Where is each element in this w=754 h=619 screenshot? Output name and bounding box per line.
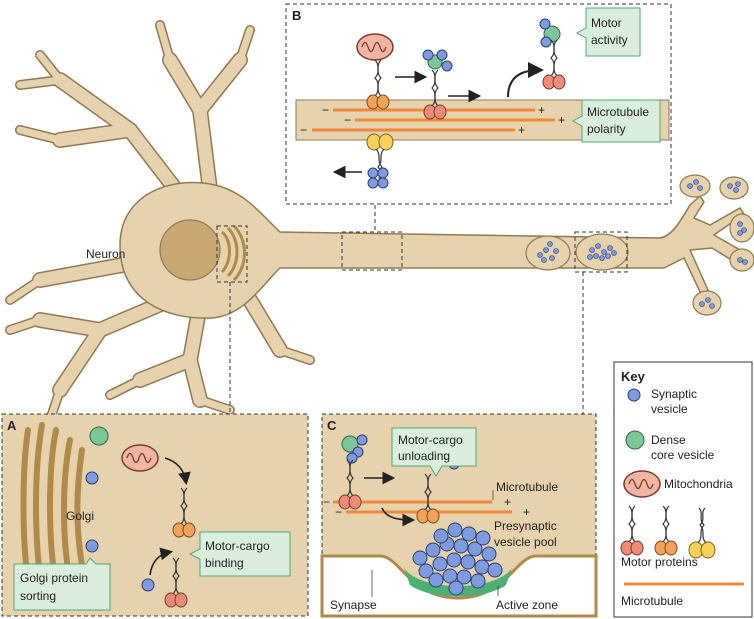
- svg-text:Motor-cargo: Motor-cargo: [398, 433, 463, 447]
- golgi-label: Golgi: [66, 509, 94, 523]
- svg-text:Motor-cargo: Motor-cargo: [205, 539, 270, 553]
- key-dense-line2: core vesicle: [651, 448, 715, 462]
- svg-text:Motor: Motor: [591, 16, 622, 30]
- vesicle-cluster-b-3: [367, 167, 389, 189]
- active-zone-label: Active zone: [496, 598, 558, 612]
- callout-golgi-sorting: Golgi protein sorting: [13, 557, 111, 611]
- neuron-label: Neuron: [86, 247, 125, 261]
- active-zone: [404, 568, 512, 597]
- terminal-bouton-3: [729, 213, 754, 243]
- vesicle-cluster-b-1: [422, 49, 453, 72]
- svg-text:−: −: [335, 505, 342, 519]
- synaptic-membrane: [320, 554, 598, 618]
- callout-motor-cargo-binding: Motor-cargo binding: [188, 531, 291, 577]
- svg-text:binding: binding: [205, 556, 244, 570]
- svg-text:unloading: unloading: [398, 449, 450, 463]
- vesicle-a-3: [141, 578, 155, 592]
- key-motor-label: Motor proteins: [621, 555, 698, 569]
- vesicle-cluster-c-1: [341, 434, 368, 464]
- inset-marker-a: [216, 225, 248, 283]
- nucleus: [159, 219, 221, 281]
- svg-text:activity: activity: [591, 33, 628, 47]
- vesicle-a-1: [85, 471, 99, 485]
- svg-text:polarity: polarity: [587, 122, 626, 136]
- key-dense-line1: Dense: [651, 433, 686, 447]
- varicosity-1: [525, 235, 571, 271]
- microtubule-label-c: Microtubule: [496, 480, 558, 494]
- svg-text:−: −: [322, 103, 329, 117]
- inset-marker-b: [341, 231, 403, 271]
- neuron-cell: Neuron: [5, 20, 754, 425]
- svg-text:sorting: sorting: [20, 589, 56, 603]
- svg-text:−: −: [323, 495, 330, 509]
- arrow-b-3: [507, 62, 544, 98]
- callout-microtubule-polarity: Microtubule polarity: [571, 99, 661, 143]
- svg-text:+: +: [538, 103, 545, 117]
- arrow-a-2: [149, 547, 174, 576]
- polarity-signs-c: − − + +: [323, 495, 530, 519]
- pool-label-line1: Presynaptic: [494, 519, 557, 533]
- golgi-small: [220, 224, 246, 282]
- arrow-c-2: [381, 507, 416, 527]
- svg-text:+: +: [504, 495, 511, 509]
- soma-axon: [119, 181, 746, 319]
- svg-text:+: +: [558, 113, 565, 127]
- mitochondria-a: [121, 444, 159, 472]
- svg-text:Microtubule: Microtubule: [587, 105, 649, 119]
- panel-c: C − − + + Motor-cargo unloading: [320, 413, 598, 618]
- svg-text:Golgi protein: Golgi protein: [20, 571, 88, 585]
- terminal-bouton-2: [719, 176, 749, 200]
- panel-b-letter: B: [292, 8, 301, 23]
- callout-motor-activity: Motor activity: [575, 7, 641, 57]
- key-synaptic-vesicle-icon: [627, 388, 641, 402]
- dendrites-fill: [6, 21, 314, 424]
- legend-key: Key Synaptic vesicle Dense core vesicle …: [613, 361, 753, 618]
- arrow-a-1: [164, 457, 191, 486]
- vesicle-cluster-b-2: [539, 18, 561, 48]
- key-synaptic-line2: vesicle: [651, 402, 688, 416]
- inset-marker-c: [574, 231, 628, 273]
- vesicle-pool: [412, 522, 503, 596]
- panel-a-letter: A: [7, 418, 17, 433]
- key-mitochondria-icon: [623, 470, 661, 498]
- key-microtubule-label: Microtubule: [621, 594, 683, 608]
- panel-a: A Golgi Golgi protein sorting Motor-carg…: [1, 413, 309, 617]
- svg-text:+: +: [523, 505, 530, 519]
- terminal-bouton-1: [679, 174, 711, 198]
- vesicle-a-2: [85, 539, 99, 553]
- panel-c-letter: C: [327, 418, 337, 433]
- key-dense-vesicle-icon: [625, 430, 645, 450]
- key-synaptic-line1: Synaptic: [651, 387, 697, 401]
- dense-vesicle-a: [89, 426, 109, 446]
- key-mito-label: Mitochondria: [664, 477, 733, 491]
- callout-motor-cargo-unloading: Motor-cargo unloading: [391, 427, 477, 477]
- terminal-bouton-5: [692, 290, 722, 316]
- svg-text:−: −: [344, 113, 351, 127]
- svg-text:−: −: [300, 123, 307, 137]
- pool-label-line2: vesicle pool: [494, 535, 557, 549]
- polarity-signs-b: − − − + + +: [300, 103, 565, 137]
- panel-b: B − − − + + +: [285, 3, 672, 205]
- varicosity-vesicles: [537, 179, 748, 309]
- mitochondria-cargo-b: [356, 33, 394, 61]
- key-title: Key: [621, 369, 646, 384]
- svg-text:+: +: [518, 123, 525, 137]
- synapse-label: Synapse: [330, 598, 377, 612]
